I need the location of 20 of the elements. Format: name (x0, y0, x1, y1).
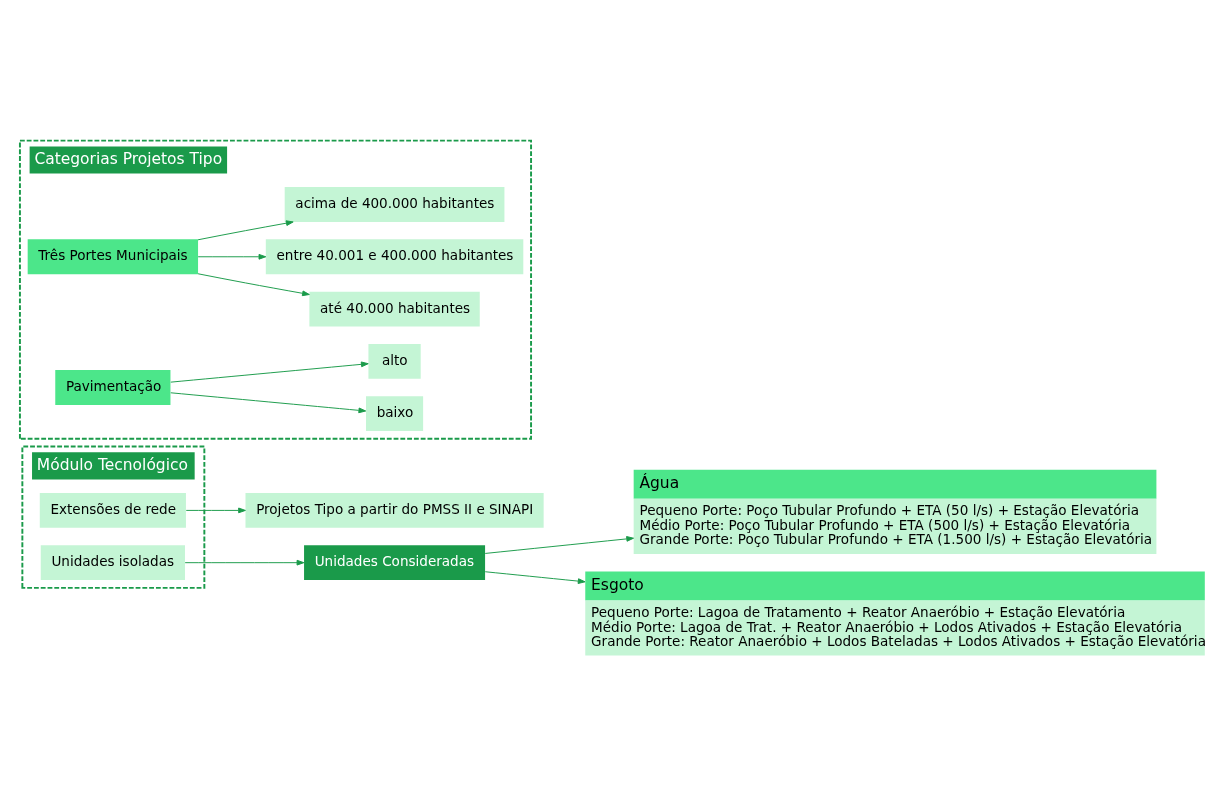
node-box: Três Portes Municipais (27, 238, 199, 274)
node-box: acima de 400.000 habitantes (284, 186, 505, 222)
arrow (185, 507, 246, 513)
node-box: Unidades isoladas (40, 544, 185, 580)
node-box: baixo (366, 395, 424, 431)
node-box: Unidades Consideradas (304, 544, 486, 580)
node-box: Extensões de rede (39, 492, 186, 528)
arrow (484, 570, 586, 584)
node-box: Projetos Tipo a partir do PMSS II e SINAPI (245, 492, 544, 528)
arrow (184, 559, 305, 566)
node-box: Pavimentação (55, 369, 171, 405)
arrow (197, 219, 294, 240)
arrow (170, 361, 369, 383)
node-box: até 40.000 habitantes (309, 291, 480, 326)
arrow (197, 272, 310, 296)
arrow (197, 253, 267, 260)
node-box: alto (368, 343, 421, 379)
arrow (170, 391, 367, 413)
node-box: entre 40.001 e 400.000 habitantes (265, 238, 524, 274)
arrow (484, 535, 635, 554)
